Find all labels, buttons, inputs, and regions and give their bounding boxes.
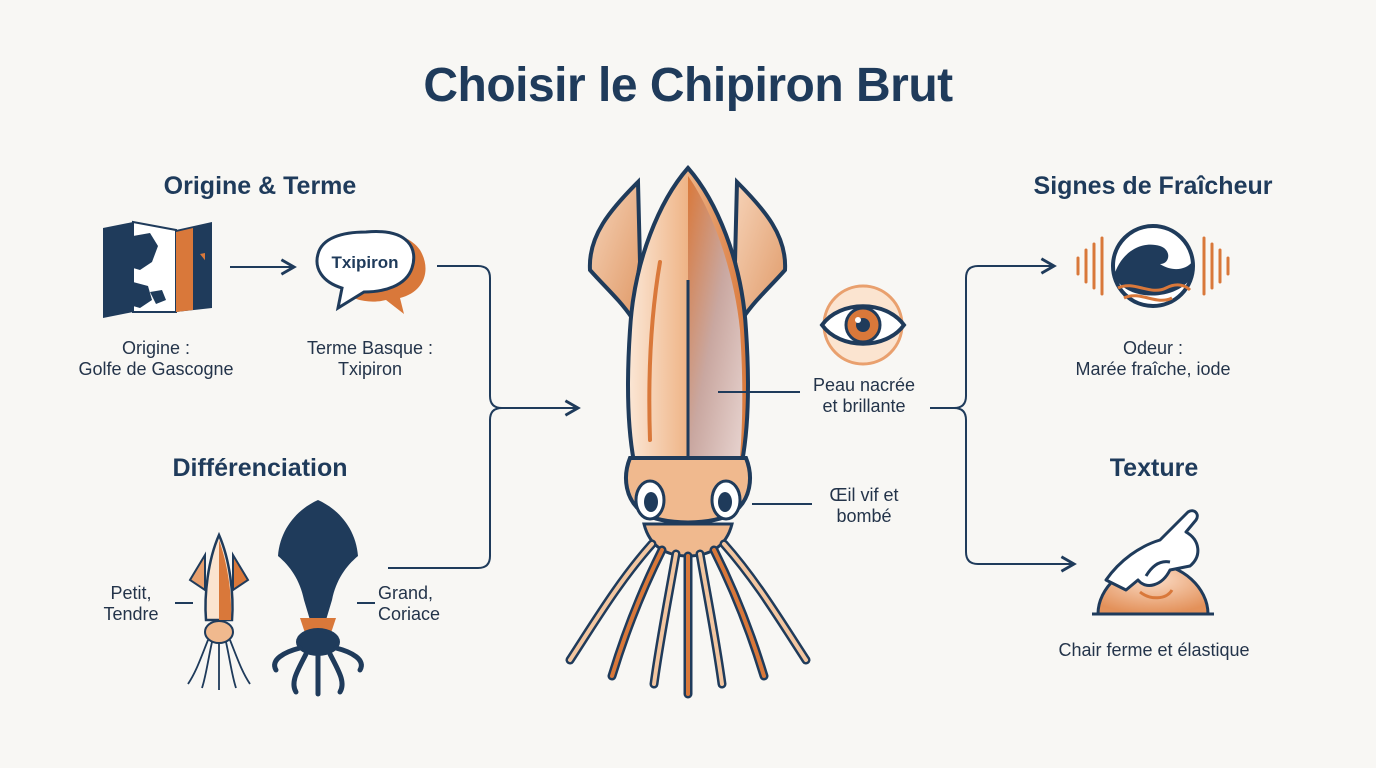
eye-label: Œil vif et bombé: [804, 485, 924, 526]
large-label-line-1: Grand,: [378, 583, 434, 603]
squid-illustration: [565, 164, 811, 699]
map-caption-line-2: Golfe de Gascogne: [78, 358, 234, 379]
fraicheur-caption-line-1: Odeur :: [1122, 338, 1184, 358]
hand-press-icon: [1092, 509, 1214, 616]
small-squid-label: Petit, Tendre: [86, 583, 176, 624]
fraicheur-caption: Odeur : Marée fraîche, iode: [1040, 338, 1266, 379]
fraicheur-heading: Signes de Fraîcheur: [1033, 172, 1273, 200]
bubble-caption-line-2: Txipiron: [337, 358, 403, 379]
fraicheur-caption-line-2: Marée fraîche, iode: [1075, 358, 1231, 379]
connector-texture: [953, 407, 1077, 573]
skin-label-line-2: et brillante: [822, 395, 906, 416]
connector-origine: [437, 265, 581, 417]
connector-fraicheur: [930, 257, 1057, 409]
map-caption: Origine : Golfe de Gascogne: [56, 338, 256, 379]
texture-caption: Chair ferme et élastique: [1058, 640, 1250, 660]
eye-icon: [819, 284, 907, 366]
bubble-caption-line-1: Terme Basque :: [306, 338, 434, 358]
eye-label-line-2: bombé: [836, 505, 892, 526]
texture-heading: Texture: [1109, 454, 1199, 482]
origine-heading: Origine & Terme: [163, 172, 357, 200]
map-caption-line-1: Origine :: [121, 338, 191, 358]
page-title: Choisir le Chipiron Brut: [423, 59, 953, 112]
skin-label: Peau nacrée et brillante: [794, 375, 934, 416]
small-squid-icon: [175, 531, 251, 690]
speech-bubble-icon: [315, 230, 426, 314]
large-squid-label: Grand, Coriace: [378, 583, 468, 624]
connector-differenciation: [388, 407, 503, 569]
wave-smell-icon: [1076, 224, 1230, 308]
map-icon: [103, 220, 212, 318]
bubble-caption: Terme Basque : Txipiron: [280, 338, 460, 379]
differenciation-heading: Différenciation: [172, 454, 348, 482]
skin-label-line-1: Peau nacrée: [812, 375, 916, 395]
small-label-line-1: Petit,: [110, 583, 152, 603]
bubble-word: Txipiron: [331, 253, 399, 272]
large-squid-icon: [272, 500, 375, 697]
small-label-line-2: Tendre: [103, 603, 159, 624]
large-label-line-2: Coriace: [378, 603, 441, 624]
eye-label-line-1: Œil vif et: [829, 485, 899, 505]
